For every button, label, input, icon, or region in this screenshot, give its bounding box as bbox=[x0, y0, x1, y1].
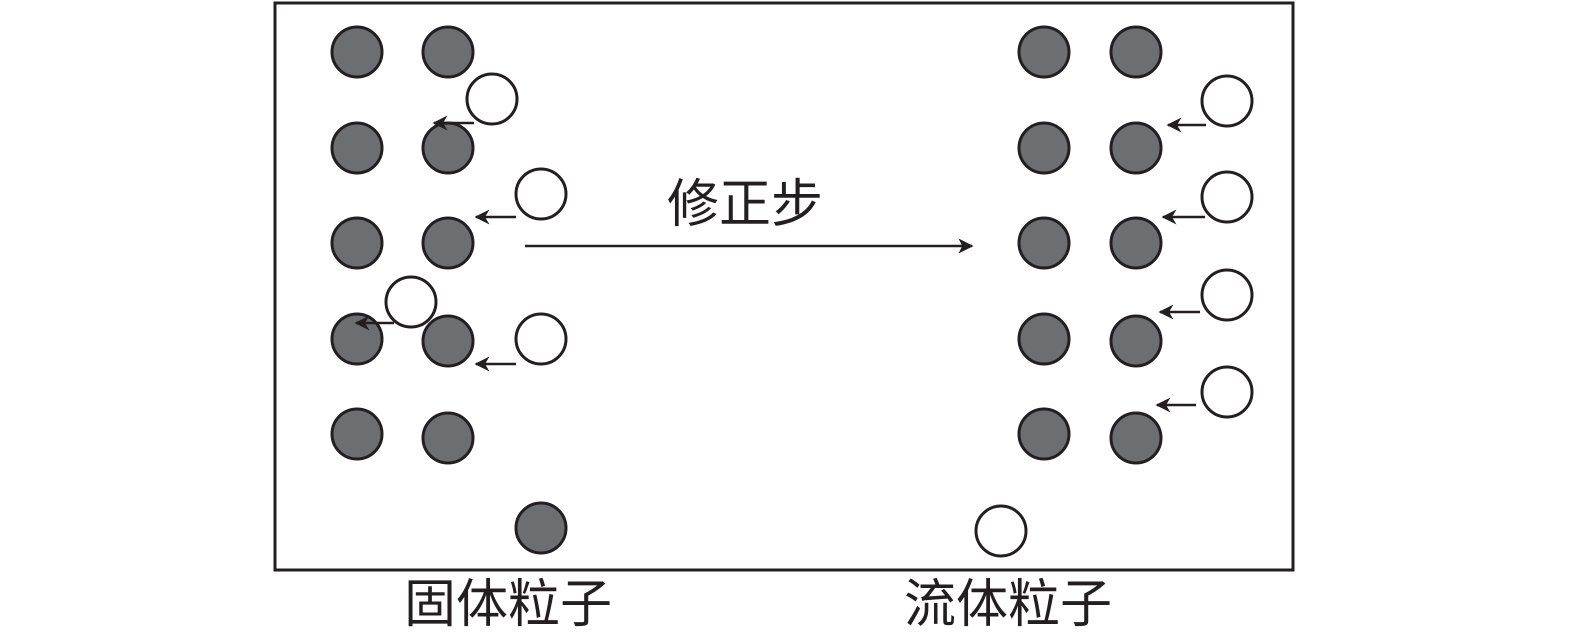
fluid-particle bbox=[514, 167, 568, 221]
solid-particle bbox=[1017, 407, 1071, 461]
solid-particle bbox=[421, 216, 475, 270]
left-approach-arrows bbox=[354, 115, 516, 372]
solid-particle bbox=[421, 121, 475, 175]
solid-particle bbox=[421, 411, 475, 465]
solid-particle bbox=[330, 25, 384, 79]
fluid-particle bbox=[1200, 365, 1254, 419]
solid-particle bbox=[1017, 121, 1071, 175]
left-fluid-particles bbox=[384, 72, 568, 366]
solid-particle bbox=[421, 314, 475, 368]
diagram-frame bbox=[273, 1, 1295, 572]
solid-particle-label: 固体粒子 bbox=[404, 575, 612, 635]
fluid-particle bbox=[1200, 268, 1254, 322]
solid-particle bbox=[330, 407, 384, 461]
right-fluid-particles bbox=[1200, 74, 1254, 419]
left-solid-particles bbox=[330, 25, 475, 465]
fluid-particle bbox=[465, 72, 519, 126]
solid-particle bbox=[1109, 411, 1163, 465]
fluid-particle-legend-sample bbox=[974, 504, 1028, 558]
fluid-particle-label: 流体粒子 bbox=[904, 575, 1112, 635]
solid-particle bbox=[1109, 121, 1163, 175]
solid-particle bbox=[1109, 25, 1163, 79]
solid-particle bbox=[1017, 216, 1071, 270]
solid-particle bbox=[330, 216, 384, 270]
fluid-particle bbox=[1200, 170, 1254, 224]
right-solid-particles bbox=[1017, 25, 1163, 465]
solid-particle bbox=[421, 25, 475, 79]
solid-particle bbox=[330, 121, 384, 175]
solid-particle bbox=[1109, 314, 1163, 368]
solid-particle-legend-sample bbox=[514, 501, 568, 555]
fluid-particle bbox=[1200, 74, 1254, 128]
fluid-particle bbox=[384, 275, 438, 329]
solid-particle bbox=[1017, 312, 1071, 366]
fluid-particle bbox=[514, 312, 568, 366]
right-approach-arrows bbox=[1155, 117, 1206, 413]
correction-step-label: 修正步 bbox=[667, 175, 823, 235]
solid-particle bbox=[1017, 25, 1071, 79]
solid-particle bbox=[1109, 216, 1163, 270]
solid-particle bbox=[330, 312, 384, 366]
